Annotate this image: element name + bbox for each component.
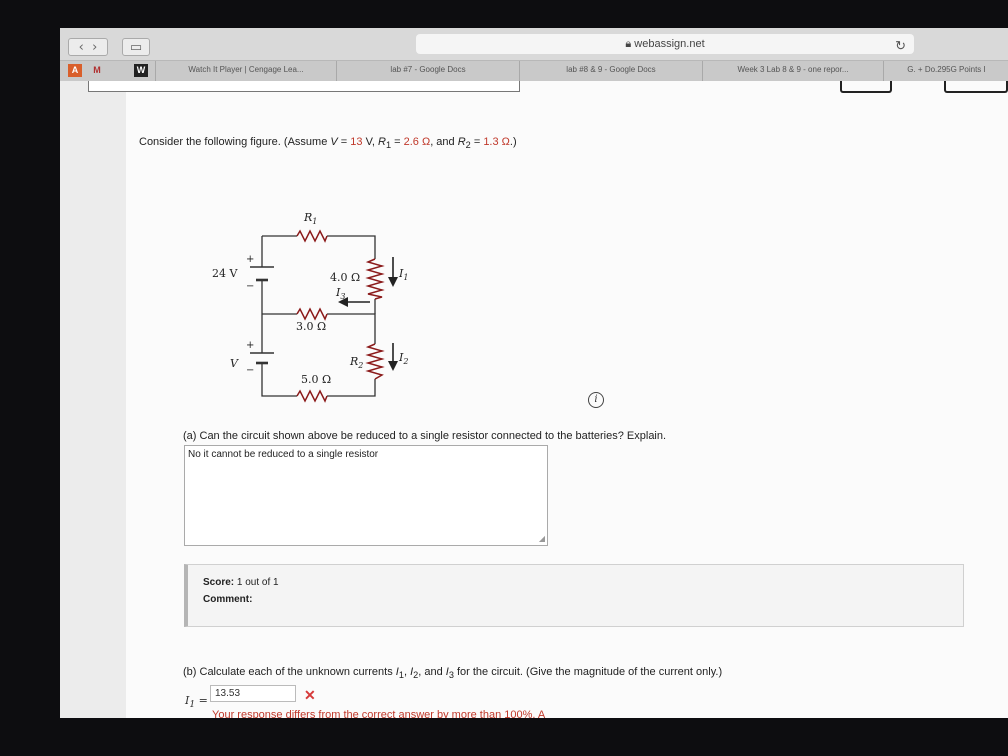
- score-panel: Score: 1 out of 1 Comment:: [184, 564, 964, 627]
- v-value: 13: [350, 136, 363, 148]
- comment-label: Comment:: [203, 594, 253, 605]
- favicon-a-icon[interactable]: A: [68, 64, 82, 77]
- url-text: webassign.net: [634, 38, 705, 50]
- part-a-answer-text: No it cannot be reduced to a single resi…: [188, 449, 379, 460]
- i2-arrow-icon: [388, 361, 398, 371]
- i3-arrow-icon: [338, 297, 348, 307]
- label-i2: I2: [398, 351, 408, 366]
- resistor-3-ohm: [296, 307, 328, 321]
- mail-icon[interactable]: M: [93, 65, 101, 75]
- browser-toolbar: ‹ › ▭ 🔒︎ webassign.net ↻: [60, 28, 1008, 60]
- resize-grip-icon[interactable]: ◢: [538, 534, 545, 543]
- wire-mid-right: [327, 313, 376, 344]
- i1-answer-label: I1 =: [185, 694, 208, 711]
- circuit-diagram: R1 24 V + − 4.0 Ω I1 I3 3.0 Ω V + − R2 I…: [212, 211, 408, 403]
- sidebar-icon: ▭: [129, 40, 143, 55]
- part-a-question: (a) Can the circuit shown above be reduc…: [183, 430, 667, 442]
- part-a-answer-textarea[interactable]: No it cannot be reduced to a single resi…: [184, 445, 548, 546]
- label-3-ohm: 3.0 Ω: [296, 320, 326, 333]
- tab-watch-it-player[interactable]: Watch It Player | Cengage Lea...: [155, 61, 336, 81]
- page-content: Consider the following figure. (Assume V…: [60, 81, 1008, 718]
- resistor-4-ohm: [365, 258, 385, 300]
- favicon-w-icon[interactable]: W: [134, 64, 148, 77]
- info-icon[interactable]: i: [588, 392, 604, 408]
- resistor-5-ohm: [296, 389, 328, 403]
- r1-value: 2.6 Ω: [403, 136, 431, 148]
- tab-lab-7[interactable]: lab #7 - Google Docs: [336, 61, 519, 81]
- resistor-r2: [365, 343, 385, 380]
- r2-value: 1.3 Ω: [483, 136, 510, 148]
- previous-panel-edge: [88, 81, 520, 92]
- back-forward-buttons[interactable]: ‹ ›: [68, 38, 108, 56]
- battery1-minus: −: [246, 281, 254, 292]
- address-bar[interactable]: 🔒︎ webassign.net ↻: [416, 34, 914, 54]
- tab-bar: A M W Watch It Player | Cengage Lea... l…: [60, 60, 1008, 81]
- i1-answer-input[interactable]: 13.53: [210, 685, 296, 702]
- i1-arrow-icon: [388, 277, 398, 287]
- screen: ‹ › ▭ 🔒︎ webassign.net ↻ A M W Watch It …: [60, 28, 1008, 718]
- resistor-r1: [296, 229, 328, 243]
- reload-icon[interactable]: ↻: [895, 38, 906, 53]
- score-text: Score: 1 out of 1: [203, 577, 279, 588]
- battery2-plus: +: [246, 340, 254, 351]
- label-i3: I3: [335, 286, 345, 301]
- label-r2: R2: [349, 355, 363, 370]
- wire-bottom-left: [261, 363, 297, 397]
- wire-top-right: [327, 235, 376, 259]
- label-r1: R1: [303, 211, 317, 226]
- forward-icon[interactable]: ›: [92, 40, 98, 55]
- part-b-question: (b) Calculate each of the unknown curren…: [183, 666, 723, 681]
- question-prompt: Consider the following figure. (Assume V…: [139, 136, 517, 151]
- tab-points[interactable]: G. + Do.295G Points I: [883, 61, 1008, 81]
- tab-week-3-lab[interactable]: Week 3 Lab 8 & 9 - one repor...: [702, 61, 883, 81]
- label-i1: I1: [398, 267, 408, 282]
- sidebar-toggle-button[interactable]: ▭: [122, 38, 150, 56]
- button-stub-2: [944, 81, 1008, 93]
- battery2-minus: −: [246, 365, 254, 376]
- tab-lab-8-9[interactable]: lab #8 & 9 - Google Docs: [519, 61, 702, 81]
- feedback-message: Your response differs from the correct a…: [212, 709, 546, 718]
- button-stub-1: [840, 81, 892, 93]
- label-5-ohm: 5.0 Ω: [301, 373, 331, 386]
- wire-bottom-right: [327, 379, 376, 397]
- label-v: V: [230, 357, 239, 370]
- back-icon[interactable]: ‹: [78, 40, 84, 55]
- incorrect-x-icon: ✕: [304, 687, 316, 703]
- battery1-plus: +: [246, 254, 254, 265]
- lock-icon: 🔒︎: [625, 38, 632, 50]
- label-24v: 24 V: [212, 267, 238, 280]
- label-4-ohm: 4.0 Ω: [330, 271, 360, 284]
